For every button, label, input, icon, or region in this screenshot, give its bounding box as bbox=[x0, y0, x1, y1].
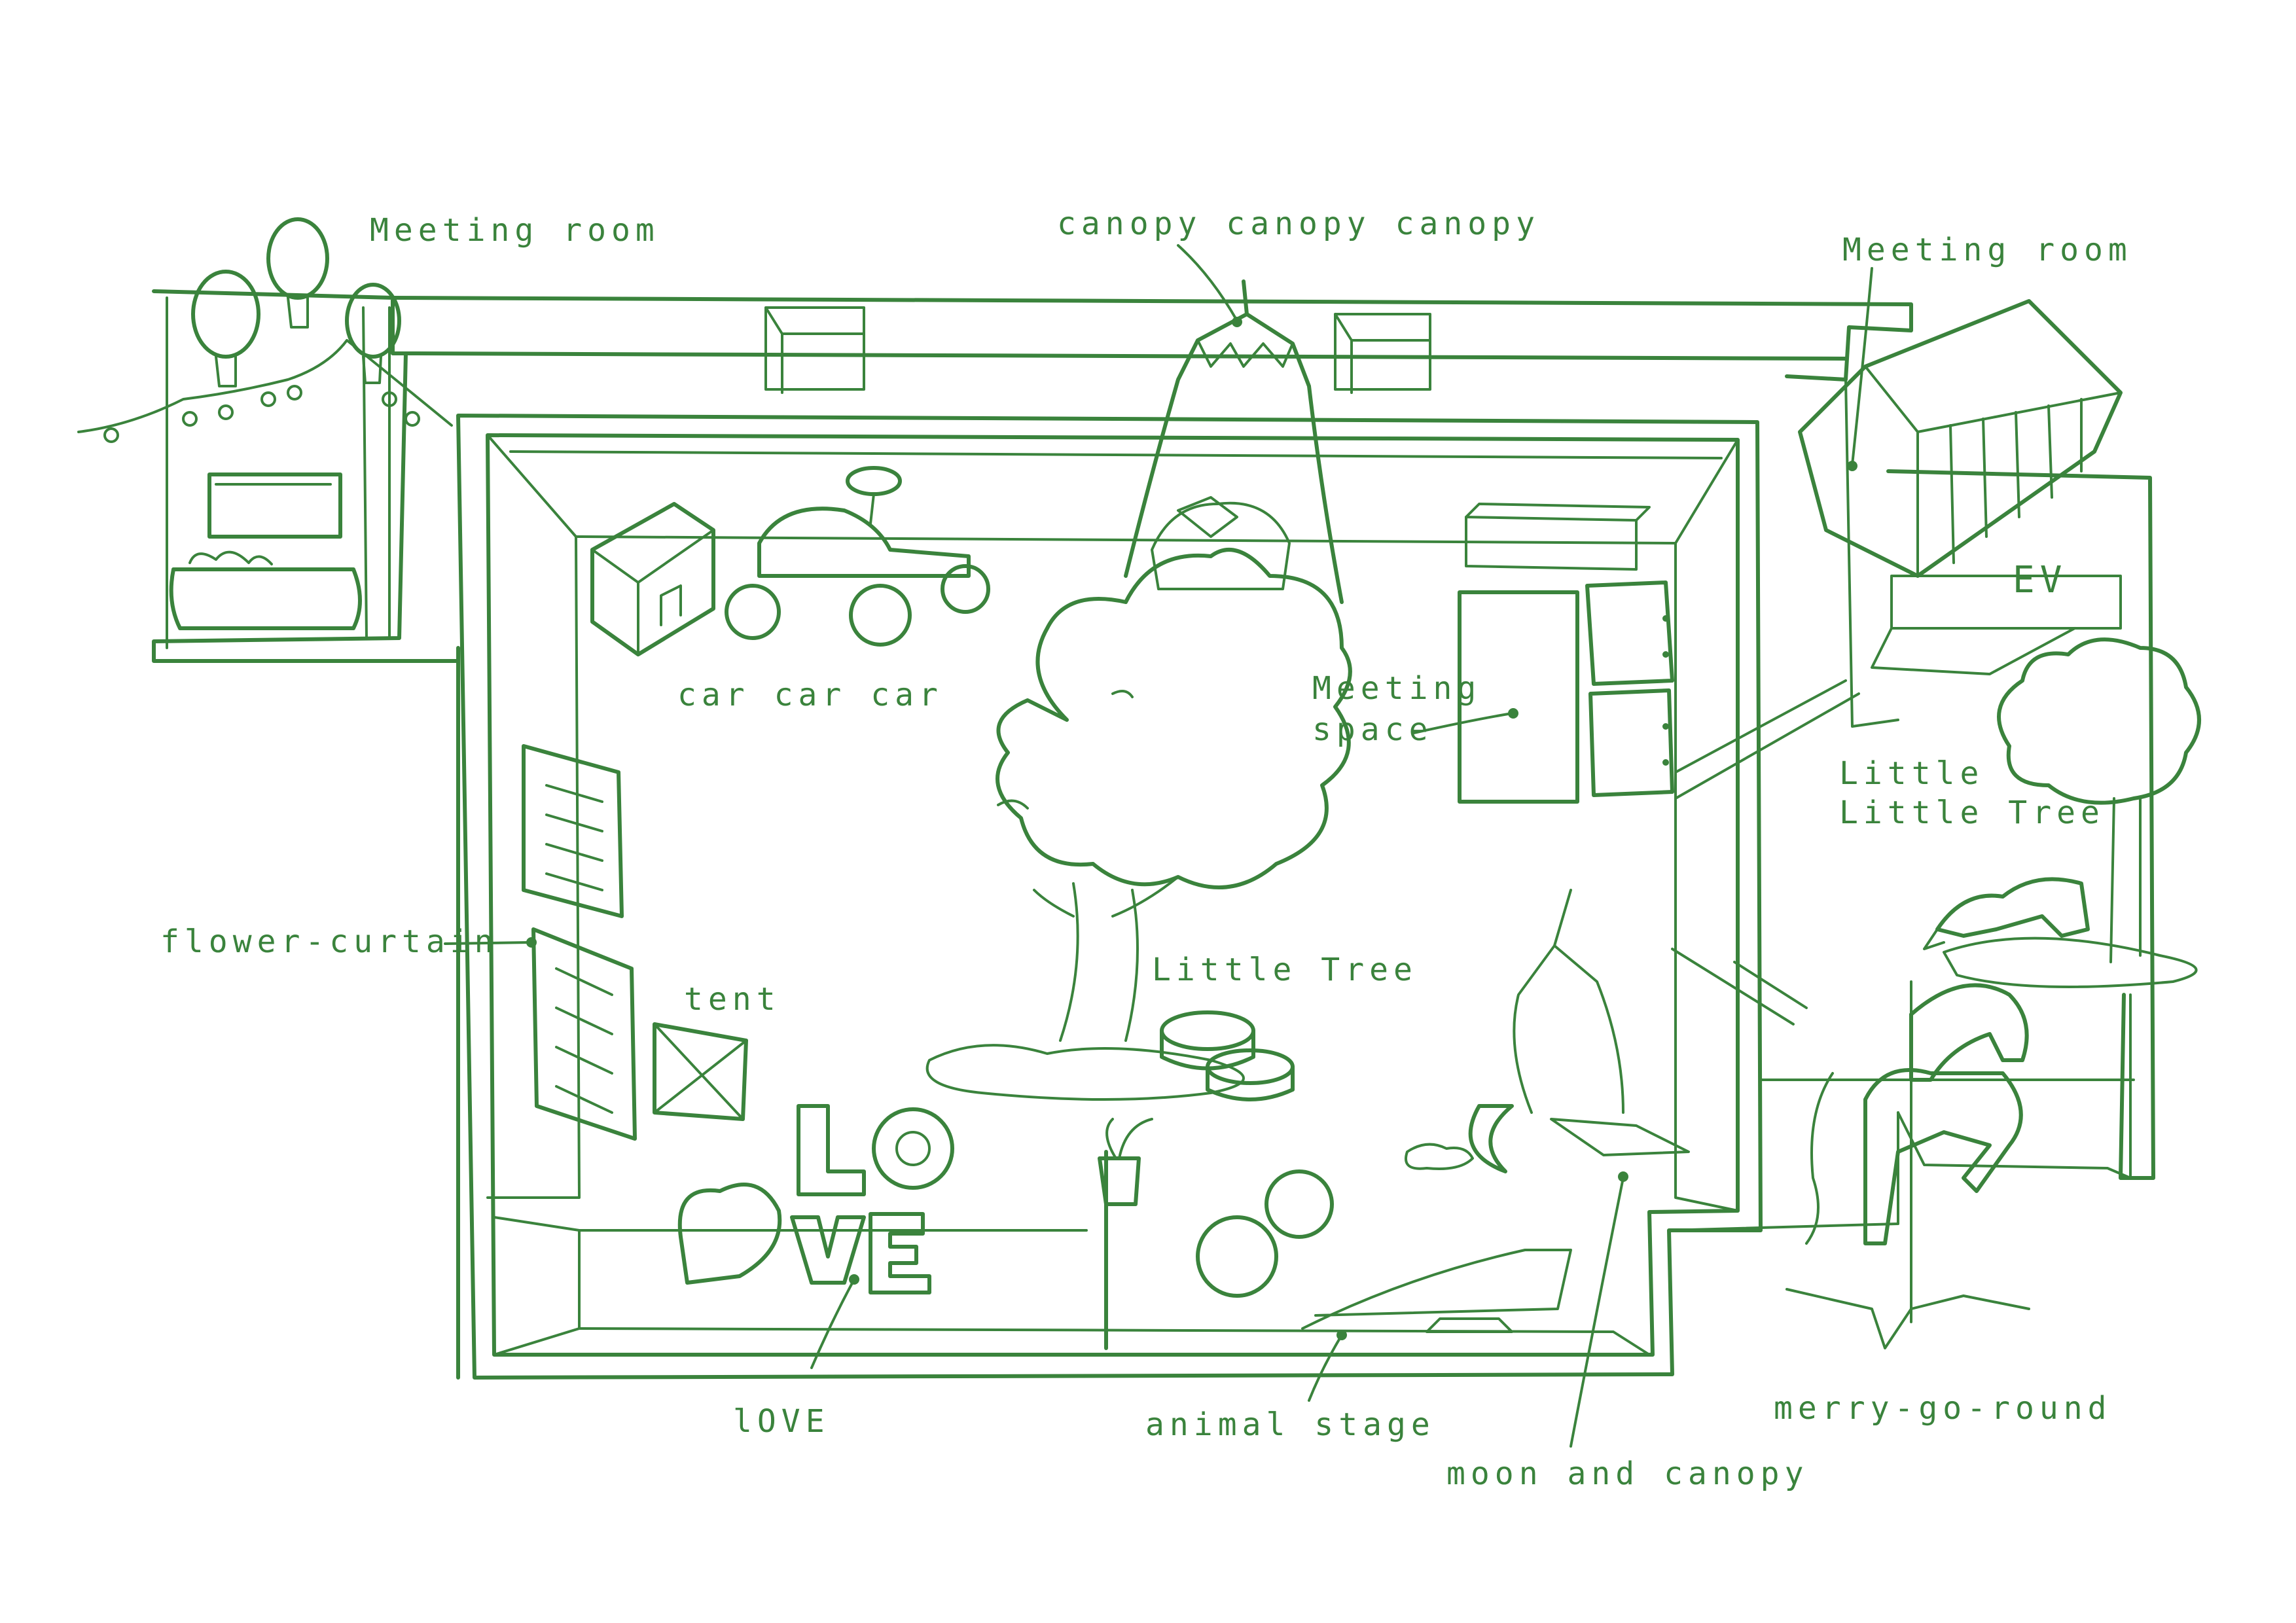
label-merry-go-round: merry-go-round bbox=[1774, 1390, 2112, 1427]
label-meeting-space-1: Meeting bbox=[1312, 670, 1482, 707]
label-flower-curtain: flower-curtain bbox=[160, 923, 499, 960]
elephant-icon bbox=[1923, 877, 2198, 988]
tree-icon bbox=[925, 548, 1352, 1101]
flower-curtain bbox=[522, 744, 637, 1141]
label-tent: tent bbox=[684, 981, 781, 1018]
label-meeting-room-left: Meeting room bbox=[370, 212, 660, 249]
label-little-little-tree-2: Little Tree bbox=[1839, 794, 2105, 831]
tree-icon bbox=[1997, 637, 2201, 963]
label-moon-and-canopy: moon and canopy bbox=[1446, 1455, 1809, 1492]
label-meeting-room-right: Meeting room bbox=[1842, 232, 2132, 268]
label-little-little-tree-1: Little bbox=[1839, 755, 1984, 792]
label-canopy: canopy canopy canopy bbox=[1057, 205, 1540, 242]
tent-icon bbox=[653, 1022, 748, 1121]
horse-icon bbox=[1785, 980, 2030, 1349]
balloon-icon bbox=[77, 217, 453, 443]
label-elevator: EV bbox=[2013, 559, 2068, 601]
label-animal-stage: animal stage bbox=[1145, 1406, 1435, 1443]
left-meeting-room-furniture bbox=[169, 473, 362, 630]
label-little-tree: Little Tree bbox=[1152, 952, 1418, 988]
love-sign bbox=[677, 1104, 954, 1294]
wall-units bbox=[764, 306, 1431, 394]
canopy-icon bbox=[1124, 279, 1344, 604]
label-meeting-space-2: space bbox=[1312, 711, 1433, 748]
animal-stage-props bbox=[1196, 1169, 1572, 1333]
right-meeting-room bbox=[1798, 299, 2123, 578]
meeting-space-furniture bbox=[1458, 503, 1674, 804]
building-walls bbox=[152, 289, 2155, 1380]
plant-icon bbox=[1098, 1118, 1153, 1350]
car-icon bbox=[590, 466, 990, 656]
label-love: lOVE bbox=[733, 1403, 830, 1440]
moon-canopy-icon bbox=[1405, 889, 1690, 1173]
label-car: car car car bbox=[677, 677, 943, 713]
pouf-icon bbox=[1160, 1010, 1295, 1101]
leader-lines bbox=[444, 244, 1873, 1448]
